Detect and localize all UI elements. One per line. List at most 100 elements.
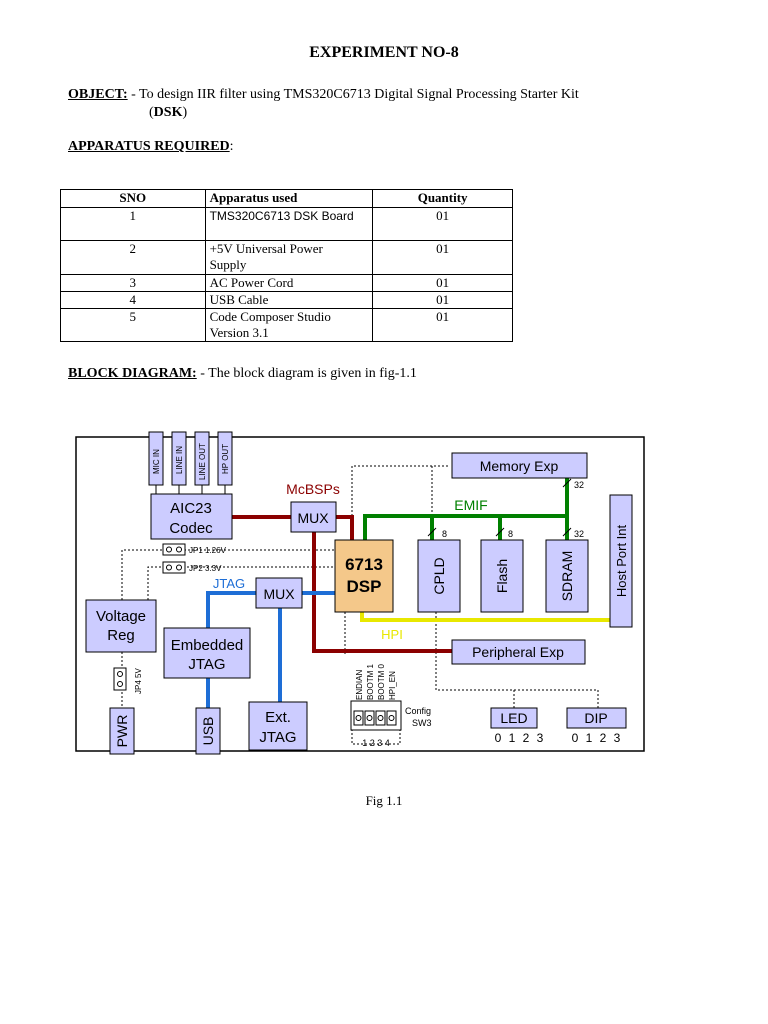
switch-label-endian: ENDIAN [355, 670, 364, 700]
ext-jtag-label: JTAG [259, 729, 296, 746]
qty-cell: 01 [372, 207, 513, 241]
peripheral-exp-block [451, 639, 586, 665]
voltage-label: Voltage [96, 608, 146, 625]
aic23-label: AIC23 [170, 500, 212, 517]
ext-label: Ext. [265, 709, 291, 726]
jp1-line [121, 549, 340, 600]
jp2-line [147, 566, 340, 600]
dip-numbers: 0 1 2 3 [572, 731, 623, 745]
cpld-block [417, 539, 461, 613]
hpi-label: HPI [381, 627, 403, 642]
mux-jtag-label: MUX [263, 586, 295, 602]
header-quantity: Quantity [372, 189, 513, 208]
emif-label: EMIF [454, 497, 487, 513]
peripheral-exp-label: Peripheral Exp [472, 644, 564, 660]
hpi-bus [360, 612, 610, 622]
cpld-label: CPLD [431, 557, 447, 594]
bus-width-label: 32 [574, 529, 584, 539]
voltage-reg-block [85, 599, 157, 653]
table-row: 4 USB Cable 01 [60, 291, 513, 309]
switch-label-bootm0: BOOTM 0 [377, 663, 386, 700]
block-diagram-line: BLOCK DIAGRAM: - The block diagram is gi… [68, 366, 417, 382]
host-port-block [609, 494, 633, 628]
object-dsk-line: (DSK) [149, 105, 187, 121]
jtag-bus-label: JTAG [213, 576, 245, 591]
ext-jtag-block [248, 701, 308, 751]
jack-label: LINE IN [175, 446, 184, 474]
switch-2 [364, 710, 375, 726]
apparatus-colon: : [229, 139, 234, 154]
figure-caption: Fig 1.1 [365, 793, 403, 808]
dip-label: DIP [584, 710, 607, 726]
paren-open: ( [149, 105, 154, 120]
apparatus-line: Version 3.1 [209, 325, 269, 340]
switch-3 [375, 710, 386, 726]
apparatus-heading-line: APPARATUS REQUIRED: [68, 139, 234, 155]
apparatus-cell: AC Power Cord [204, 274, 374, 292]
qty-cell: 01 [372, 240, 513, 275]
led-numbers: 0 1 2 3 [495, 731, 546, 745]
apparatus-cell: USB Cable [204, 291, 374, 309]
apparatus-line: Supply [209, 257, 247, 272]
mux-label: MUX [297, 510, 329, 526]
switch-label-hpi-en: HPI_EN [388, 671, 397, 700]
led-label: LED [500, 710, 527, 726]
block-diagram-label: BLOCK DIAGRAM: [68, 366, 197, 381]
switch-label-bootm1: BOOTM 1 [366, 663, 375, 700]
dip-block [566, 707, 627, 729]
usb-label: USB [200, 717, 216, 746]
memory-exp-label: Memory Exp [480, 458, 559, 474]
apparatus-line: +5V Universal Power [209, 241, 323, 256]
jack-label: MIC IN [152, 449, 161, 474]
cpld-dip-line [435, 612, 599, 708]
flash-block [480, 539, 524, 613]
page-title: EXPERIMENT NO-8 [309, 44, 459, 61]
jack-label: LINE OUT [198, 443, 207, 480]
paren-close: ) [182, 105, 188, 120]
dsp-number-label: 6713 [345, 555, 383, 574]
mcbsp-bus [232, 515, 452, 653]
embedded-label: Embedded [171, 637, 244, 654]
bus-width-label: 8 [442, 529, 447, 539]
pwr-label: PWR [114, 715, 130, 748]
object-dsk: DSK [153, 105, 183, 120]
sno-cell: 1 [60, 207, 206, 241]
reg-label: Reg [107, 627, 135, 644]
codec-label: Codec [169, 520, 213, 537]
config-sw3-label: SW3 [412, 718, 432, 728]
switch-numbers: 1 2 3 4 [362, 738, 390, 748]
dsp-label: DSP [347, 577, 382, 596]
jp1-jumper [162, 543, 186, 556]
bus-width-label: 32 [574, 480, 584, 490]
apparatus-heading: APPARATUS REQUIRED [68, 139, 230, 154]
bus-ticks [427, 478, 572, 537]
apparatus-line: AC Power Cord [209, 275, 294, 290]
dsp-block [334, 539, 394, 613]
aic23-codec-block [150, 493, 233, 540]
jack-label: HP OUT [221, 444, 230, 474]
embedded-jtag-block [163, 627, 251, 679]
emif-bus [363, 478, 569, 540]
pwr-block [109, 707, 135, 755]
config-label: Config [405, 706, 431, 716]
flash-label: Flash [494, 559, 510, 593]
object-label: OBJECT: [68, 87, 128, 102]
switch-1 [353, 710, 364, 726]
mcbsps-label: McBSPs [286, 481, 340, 497]
usb-block [195, 707, 221, 755]
jp4-label: JP4 5V [134, 668, 143, 694]
block-diagram-text: - The block diagram is given in fig-1.1 [196, 366, 417, 381]
object-text: - To design IIR filter using TMS320C6713… [127, 87, 579, 102]
mux-jtag-block [255, 577, 303, 609]
apparatus-line: Code Composer Studio [209, 309, 331, 324]
sdram-label: SDRAM [559, 551, 575, 602]
sdram-block [545, 539, 589, 613]
memory-exp-block [451, 452, 588, 479]
jumpers [113, 543, 186, 691]
table-header-row: SNO Apparatus used Quantity [60, 189, 513, 208]
apparatus-line: TMS320C6713 DSK Board [209, 209, 354, 223]
bus-width-label: 8 [508, 529, 513, 539]
